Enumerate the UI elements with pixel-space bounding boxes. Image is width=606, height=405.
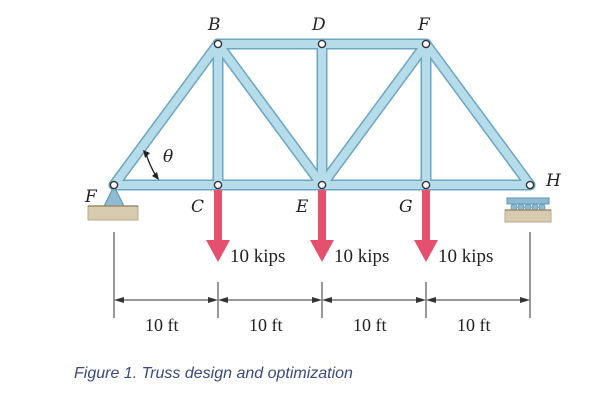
joint-E xyxy=(317,180,327,190)
dimension-label-1: 10 ft xyxy=(145,315,179,335)
joint-C xyxy=(213,180,223,190)
member-FB xyxy=(110,40,222,189)
member-FH xyxy=(422,40,534,189)
member-EF xyxy=(318,40,430,189)
pin-support-left xyxy=(87,184,139,221)
dimension-lines xyxy=(113,232,531,318)
roller-support-right xyxy=(504,197,552,223)
node-label-F-top: F xyxy=(417,15,431,35)
node-label-B: B xyxy=(207,15,221,35)
node-label-G: G xyxy=(399,197,413,217)
joint-G xyxy=(421,180,431,190)
node-label-F: F xyxy=(84,187,98,207)
node-label-E: E xyxy=(295,197,309,217)
angle-theta-label: θ xyxy=(163,147,173,167)
joint-B xyxy=(213,39,223,49)
joint-D xyxy=(317,39,327,49)
load-label-G: 10 kips xyxy=(438,246,493,267)
load-label-E: 10 kips xyxy=(334,246,389,267)
dimension-label-2: 10 ft xyxy=(249,315,283,335)
load-arrow-G xyxy=(414,190,438,262)
joint-F xyxy=(109,180,119,190)
dimension-label-3: 10 ft xyxy=(353,315,387,335)
node-label-H: H xyxy=(545,171,562,191)
joint-H xyxy=(525,180,535,190)
load-arrows xyxy=(206,190,438,262)
joint-F-top xyxy=(421,39,431,49)
load-arrow-E xyxy=(310,190,334,262)
figure-caption: Figure 1. Truss design and optimization xyxy=(74,365,353,382)
load-label-C: 10 kips xyxy=(230,246,285,267)
node-label-D: D xyxy=(311,15,326,35)
load-arrow-C xyxy=(206,190,230,262)
node-label-C: C xyxy=(191,197,204,217)
angle-indicator: θ xyxy=(143,147,173,180)
member-BE xyxy=(214,40,326,189)
dimension-label-4: 10 ft xyxy=(457,315,491,335)
truss-members xyxy=(110,40,534,189)
truss-joints xyxy=(109,39,535,190)
dimension-arrowheads xyxy=(114,297,530,303)
